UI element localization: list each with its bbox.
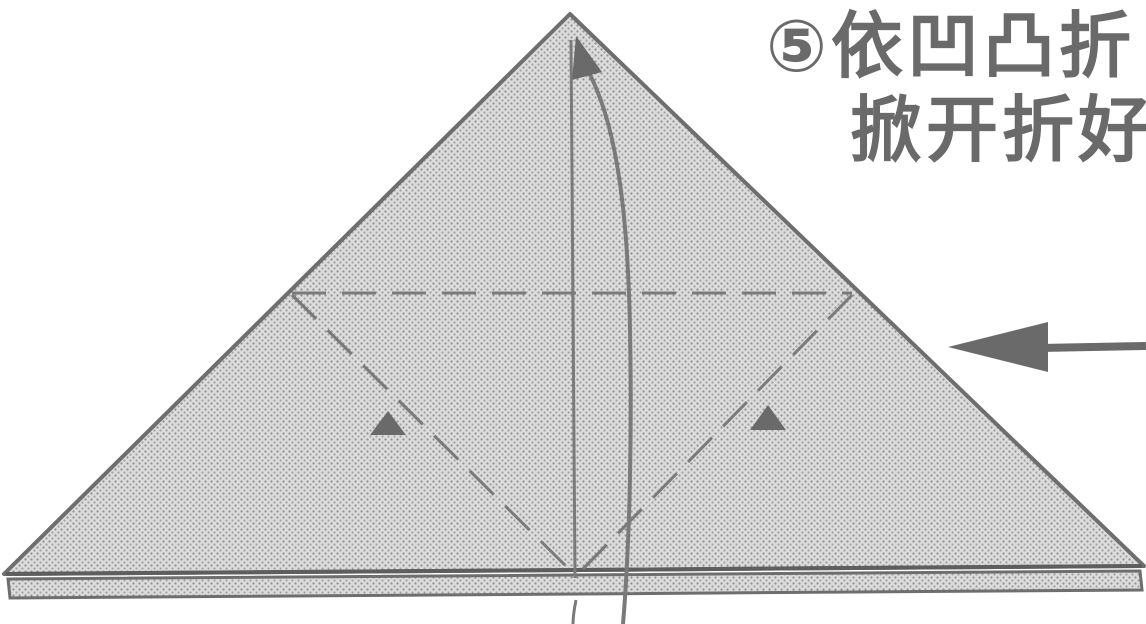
- caption-line-2: 掀开折好: [766, 88, 1146, 172]
- step-caption: ⑤依凹凸折 掀开折好: [766, 4, 1146, 172]
- arrow-left-icon: [948, 322, 1048, 372]
- push-arrow-shaft: [1040, 346, 1146, 348]
- lower-stub-line: [573, 600, 576, 624]
- caption-line-1: ⑤依凹凸折: [766, 4, 1146, 88]
